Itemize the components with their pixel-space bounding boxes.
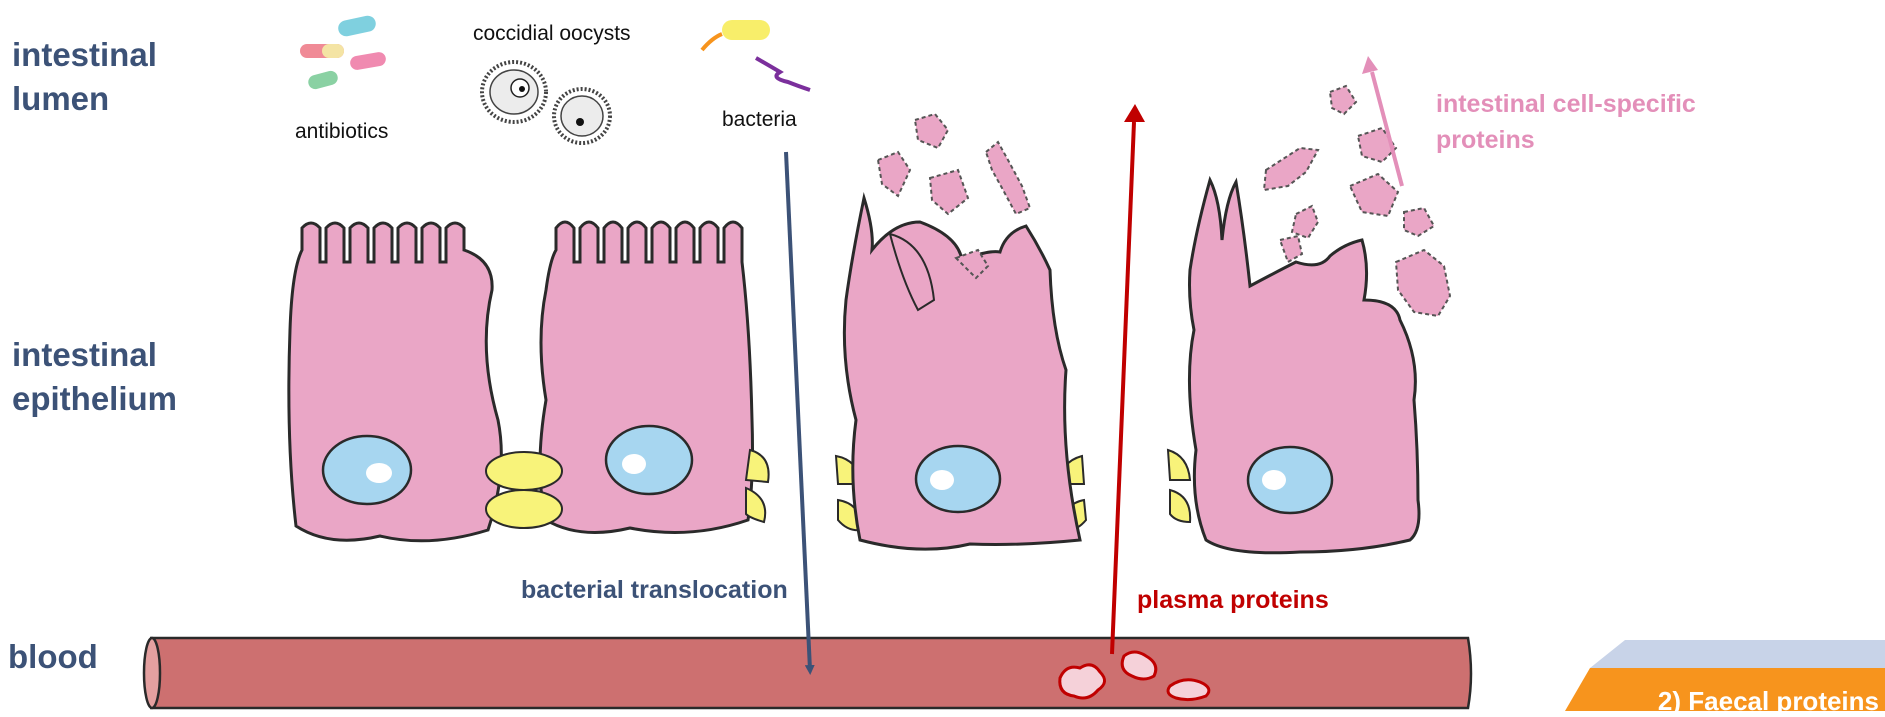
antibiotics-icon: [300, 14, 387, 90]
oocyst-icon: [482, 62, 610, 143]
cell-specific-protein-arrow: [1362, 56, 1402, 186]
bacteria-icon: [702, 20, 810, 90]
bacterial-translocation-arrow: [786, 152, 810, 670]
healthy-cell-1: [289, 223, 501, 541]
damaged-cell-1: [844, 198, 1080, 549]
plasma-protein-arrow: [1112, 104, 1145, 654]
healthy-cell-2: [540, 222, 753, 533]
section-label: 2) Faecal proteins: [1658, 686, 1879, 717]
